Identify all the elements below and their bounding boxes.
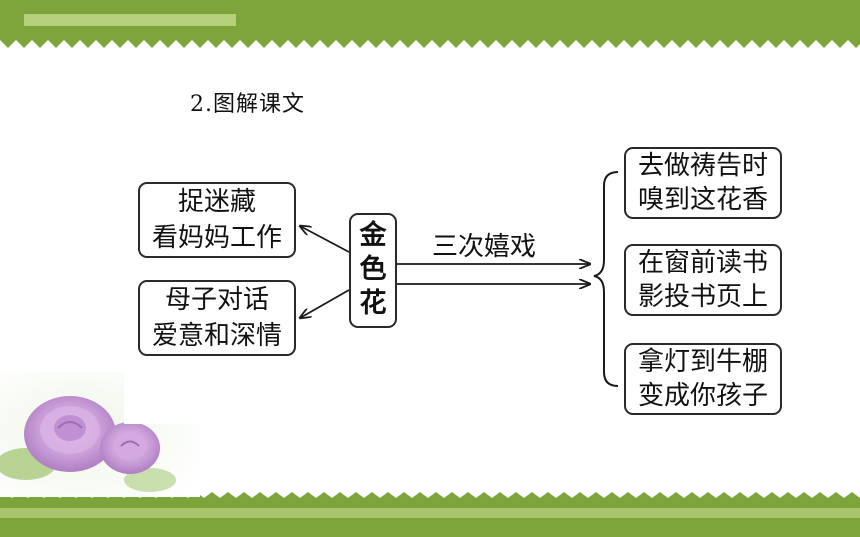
arrow-to-left-node-2	[300, 289, 350, 318]
center-node-line: 花	[359, 288, 387, 319]
node-line: 拿灯到牛棚	[637, 347, 768, 377]
edge-label: 三次嬉戏	[432, 232, 537, 262]
top-border	[0, 0, 860, 48]
bottom-border	[0, 492, 860, 537]
node-line: 捉迷藏	[177, 187, 256, 217]
page-title: 2.图解课文	[190, 92, 305, 117]
center-node-line: 色	[359, 254, 387, 285]
node-line: 母子对话	[164, 285, 269, 315]
right-node-3: 拿灯到牛棚 变成你孩子	[624, 343, 782, 415]
right-node-1: 去做祷告时 嗅到这花香	[624, 147, 782, 219]
top-border-zigzag	[0, 40, 860, 48]
right-node-2: 在窗前读书 影投书页上	[624, 244, 782, 316]
node-line: 影投书页上	[637, 282, 768, 312]
node-line: 去做祷告时	[637, 151, 768, 181]
rose-decoration	[0, 372, 200, 497]
node-line: 在窗前读书	[637, 248, 768, 278]
node-line: 嗅到这花香	[637, 185, 768, 215]
right-brace	[593, 171, 619, 387]
rose-small	[100, 422, 160, 474]
rose-large	[24, 396, 116, 472]
top-border-stripe	[24, 14, 236, 26]
center-node: 金 色 花	[349, 213, 397, 328]
center-node-line: 金	[359, 220, 387, 251]
left-node-1: 捉迷藏 看妈妈工作	[138, 182, 296, 258]
node-line: 爱意和深情	[151, 321, 282, 351]
node-line: 变成你孩子	[637, 381, 768, 411]
node-line: 看妈妈工作	[151, 223, 282, 253]
left-node-2: 母子对话 爱意和深情	[138, 280, 296, 356]
bottom-border-zigzag	[0, 492, 860, 518]
arrow-to-left-node-1	[300, 226, 350, 253]
